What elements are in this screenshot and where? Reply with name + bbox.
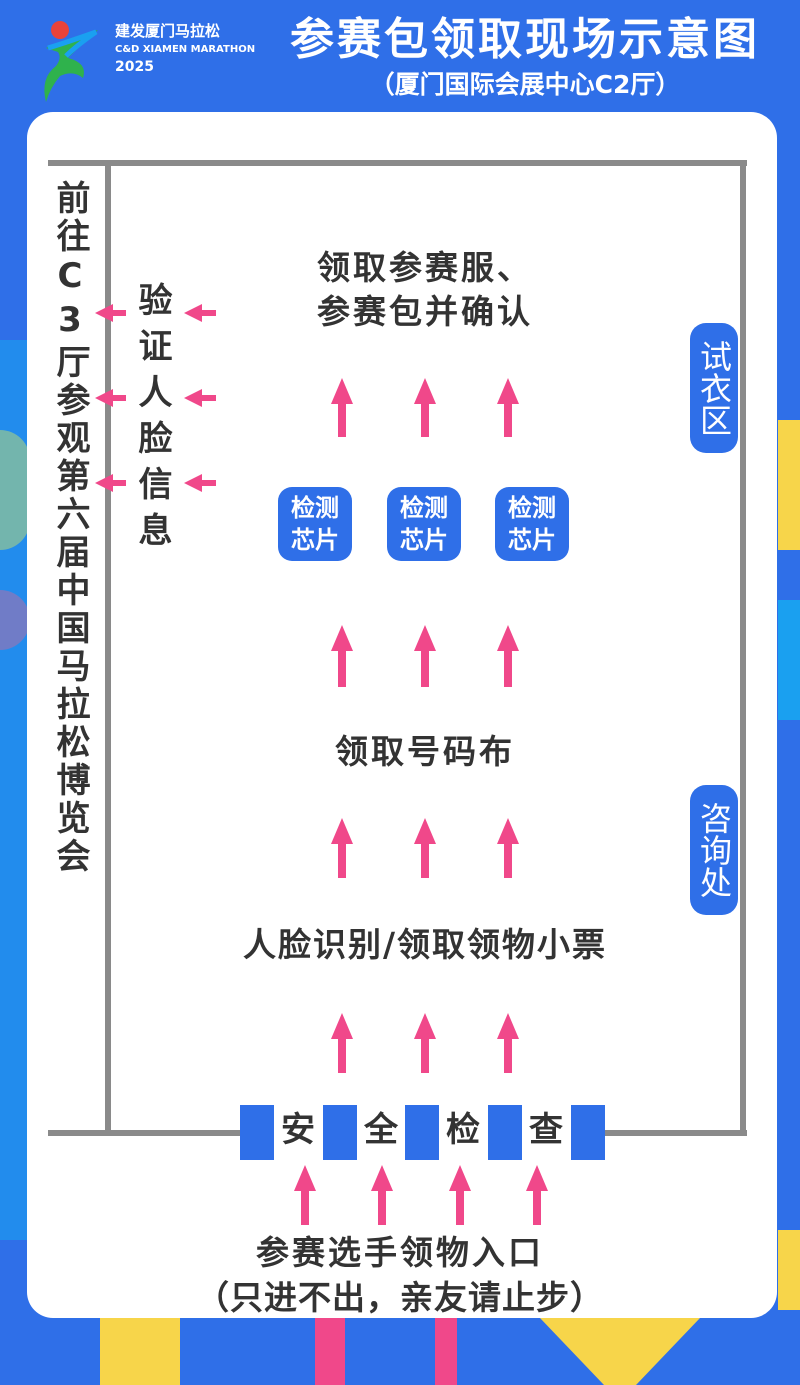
up-arrow-icon <box>331 378 353 437</box>
exit-direction-text: 前往C3厅参观第六届中国马拉松博览会 <box>50 180 90 876</box>
logo-name-en: C&D XIAMEN MARATHON <box>115 44 256 55</box>
security-check-char: 安 <box>281 1110 315 1150</box>
entrance-title: 参赛选手领物入口 <box>256 1233 544 1272</box>
up-arrow-icon <box>414 818 436 878</box>
face-recognition-text: 人脸识别/领取领物小票 <box>242 925 608 964</box>
security-gate <box>571 1105 605 1160</box>
entrance-note: （只进不出，亲友请止步） <box>196 1278 604 1317</box>
up-arrow-icon <box>414 1013 436 1073</box>
up-arrow-icon <box>294 1165 316 1225</box>
up-arrow-icon <box>497 625 519 687</box>
chip-check-station: 检测芯片 <box>278 487 352 561</box>
up-arrow-icon <box>331 818 353 878</box>
chip-check-station: 检测芯片 <box>495 487 569 561</box>
security-check-char: 检 <box>446 1110 480 1150</box>
info-desk-badge: 咨询处 <box>690 785 738 915</box>
fitting-area-badge: 试衣区 <box>690 323 738 453</box>
up-arrow-icon <box>497 1013 519 1073</box>
up-arrow-icon <box>331 1013 353 1073</box>
logo-year: 2025 <box>115 59 154 75</box>
up-arrow-icon <box>414 625 436 687</box>
up-arrow-icon <box>449 1165 471 1225</box>
runner-logo-icon <box>44 21 98 102</box>
security-check-char: 查 <box>529 1110 563 1150</box>
up-arrow-icon <box>497 818 519 878</box>
security-check-char: 全 <box>364 1110 398 1150</box>
wall-right <box>740 160 746 1136</box>
up-arrow-icon <box>414 378 436 437</box>
wall-top <box>48 160 747 166</box>
collect-kit-line-1: 领取参赛服、 <box>317 248 533 287</box>
logo-name-cn: 建发厦门马拉松 <box>115 22 221 40</box>
collect-kit-line-2: 参赛包并确认 <box>317 292 533 331</box>
left-arrow-icon <box>95 474 126 492</box>
page-title: 参赛包领取现场示意图 <box>290 14 760 65</box>
collect-bib-text: 领取号码布 <box>335 732 515 771</box>
left-arrow-icon <box>184 474 216 492</box>
up-arrow-icon <box>497 378 519 437</box>
security-gate <box>405 1105 439 1160</box>
face-verify-text: 验证人脸信息 <box>132 282 172 558</box>
chip-check-label: 检测芯片 <box>400 494 448 554</box>
left-arrow-icon <box>184 389 216 407</box>
up-arrow-icon <box>331 625 353 687</box>
left-arrow-icon <box>184 304 216 322</box>
security-gate <box>488 1105 522 1160</box>
page-subtitle: （厦门国际会展中心C2厅） <box>369 70 681 99</box>
marathon-logo: 建发厦门马拉松 C&D XIAMEN MARATHON 2025 <box>38 18 255 108</box>
chip-check-label: 检测芯片 <box>508 494 556 554</box>
left-arrow-icon <box>95 304 126 322</box>
chip-check-station: 检测芯片 <box>387 487 461 561</box>
left-arrow-icon <box>95 389 126 407</box>
chip-check-label: 检测芯片 <box>291 494 339 554</box>
wall-left-inner <box>105 160 111 1136</box>
security-gate <box>240 1105 274 1160</box>
up-arrow-icon <box>526 1165 548 1225</box>
security-gate <box>323 1105 357 1160</box>
up-arrow-icon <box>371 1165 393 1225</box>
